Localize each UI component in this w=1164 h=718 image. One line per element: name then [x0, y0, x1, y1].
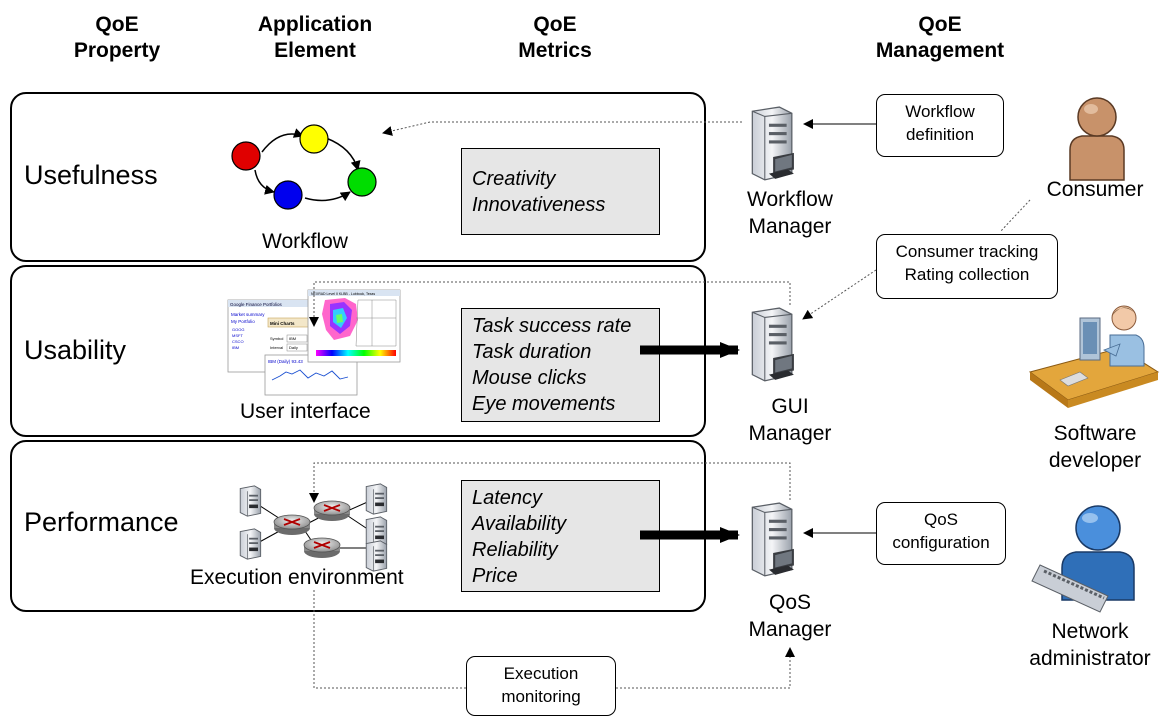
- router-icon: [313, 500, 351, 522]
- metric-item: Latency: [472, 487, 543, 509]
- manager-label-line: Workflow: [747, 188, 833, 211]
- consumer-icon: [1069, 97, 1125, 181]
- manager-label-line: Manager: [748, 422, 832, 445]
- callout-workflow-definition: Workflow definition: [876, 94, 1004, 157]
- tracking-connector: [802, 269, 877, 320]
- callout-line: Workflow: [905, 102, 975, 121]
- metric-item: Eye movements: [472, 393, 616, 415]
- workflow-deploy-connector: [382, 121, 742, 136]
- workflow-manager-server-icon: [751, 106, 795, 181]
- gui-manager-server-icon: [751, 307, 795, 382]
- property-usefulness: Usefulness: [24, 160, 158, 190]
- metric-item: Task duration: [472, 341, 592, 363]
- gui-deploy-connector: [309, 281, 791, 327]
- header-qoe-management: QoE Management: [875, 13, 1005, 62]
- manager-label-gui: GUI Manager: [725, 393, 855, 447]
- ui-thumb-text: Daily: [289, 345, 298, 350]
- workflow-node-red: [231, 141, 261, 171]
- property-performance: Performance: [24, 507, 179, 537]
- workflow-node-blue: [273, 180, 303, 210]
- network-server-icon: [239, 528, 262, 560]
- element-label-execution-environment: Execution environment: [190, 566, 404, 589]
- monitoring-connector-right: [616, 647, 795, 689]
- manager-label-line: QoS: [768, 591, 812, 614]
- ui-thumb-text: My Portfolio: [231, 319, 255, 324]
- network-server-icon: [365, 483, 388, 515]
- ui-thumb-text: IBM (Daily) 93.43: [268, 359, 303, 364]
- software-developer-icon: [1028, 305, 1160, 408]
- ui-thumb-text: GOOG: [232, 327, 244, 332]
- actor-label-admin: Network administrator: [1015, 618, 1164, 672]
- actor-label-developer: Software developer: [1025, 420, 1164, 474]
- consumer-connector: [999, 199, 1031, 233]
- user-interface-thumbnail: Google Finance Portfolios Market summary…: [227, 289, 401, 396]
- metric-item: Availability: [472, 513, 567, 535]
- ui-thumb-text: IBM: [289, 336, 296, 341]
- metric-item: Price: [472, 565, 518, 587]
- network-administrator-icon: [1031, 505, 1135, 613]
- workflow-node-green: [347, 167, 377, 197]
- ui-thumb-text: Interval: [270, 345, 283, 350]
- ui-thumb-text: Market summary: [231, 312, 265, 317]
- execution-network-icon: [239, 483, 388, 572]
- ui-thumb-text: NEXRAD Level II KLBB - Lubbock, Texas: [311, 292, 375, 296]
- actor-label-line: Software: [1053, 422, 1137, 445]
- ui-thumb-text: CSCO: [232, 339, 244, 344]
- header-qoe-property: QoE Property: [73, 13, 161, 62]
- header-application-element: Application Element: [257, 13, 373, 62]
- metrics-usefulness: Creativity Innovativeness: [461, 148, 660, 235]
- router-icon: [303, 537, 341, 559]
- metric-item: Reliability: [472, 539, 558, 561]
- metric-item: Task success rate: [472, 315, 632, 337]
- callout-line: Rating collection: [904, 265, 1030, 284]
- ui-thumb-text: IBM: [232, 345, 239, 350]
- monitoring-connector-left: [313, 590, 466, 689]
- metric-item: Creativity: [472, 168, 556, 190]
- callout-line: definition: [905, 125, 975, 144]
- actor-label-consumer: Consumer: [1030, 176, 1160, 203]
- element-label-user-interface: User interface: [240, 400, 371, 423]
- callout-execution-monitoring: Execution monitoring: [466, 656, 616, 716]
- ui-thumb-text: MSFT: [232, 333, 243, 338]
- callout-line: monitoring: [501, 687, 581, 706]
- metrics-usability: Task success rate Task duration Mouse cl…: [461, 308, 660, 422]
- router-icon: [273, 514, 311, 536]
- qos-deploy-connector: [309, 462, 791, 503]
- header-qoe-metrics: QoE Metrics: [518, 13, 592, 62]
- metric-item: Innovativeness: [472, 194, 606, 216]
- callout-line: Execution: [503, 664, 579, 683]
- manager-label-line: Manager: [748, 215, 832, 238]
- actor-label-line: Network: [1051, 620, 1129, 643]
- workflow-graph-icon: [231, 124, 377, 210]
- metric-item: Mouse clicks: [472, 367, 587, 389]
- manager-label-line: GUI: [771, 395, 809, 418]
- network-server-icon: [365, 540, 388, 572]
- callout-consumer-tracking: Consumer tracking Rating collection: [876, 234, 1058, 299]
- ui-thumb-text: Mini Charts: [270, 321, 295, 326]
- metrics-performance: Latency Availability Reliability Price: [461, 480, 660, 592]
- property-usability: Usability: [24, 335, 127, 365]
- callout-qos-configuration: QoS configuration: [876, 502, 1006, 565]
- qos-manager-server-icon: [751, 502, 795, 577]
- manager-label-qos: QoS Manager: [725, 589, 855, 643]
- element-label-workflow: Workflow: [262, 230, 348, 253]
- manager-label-line: Manager: [748, 618, 832, 641]
- callout-line: QoS: [923, 510, 959, 529]
- actor-label-line: developer: [1048, 449, 1142, 472]
- workflow-node-yellow: [299, 124, 329, 154]
- ui-thumb-text: Google Finance Portfolios: [230, 302, 283, 307]
- ui-thumb-text: Symbol: [270, 336, 283, 341]
- callout-line: configuration: [892, 533, 990, 552]
- network-server-icon: [239, 485, 262, 517]
- manager-label-workflow: Workflow Manager: [725, 186, 855, 240]
- actor-label-line: Consumer: [1046, 178, 1144, 201]
- actor-label-line: administrator: [1029, 647, 1151, 670]
- callout-line: Consumer tracking: [895, 242, 1039, 261]
